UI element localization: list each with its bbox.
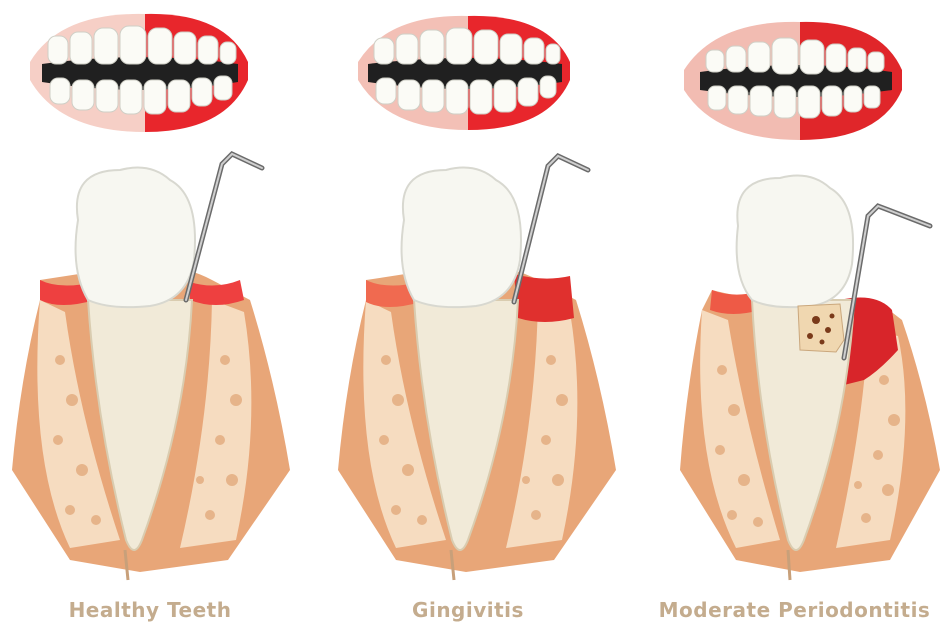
stage-gingivitis-panel: Gingivitis xyxy=(318,0,618,630)
healthy-mouth-icon xyxy=(30,14,248,132)
caption-gingivitis: Gingivitis xyxy=(318,598,618,622)
periodontitis-mouth-icon xyxy=(684,22,902,140)
caption-periodontitis: Moderate Periodontitis xyxy=(640,598,949,622)
healthy-illustration xyxy=(0,0,300,600)
periodontitis-illustration xyxy=(640,0,949,600)
stage-periodontitis-panel: Moderate Periodontitis xyxy=(640,0,949,630)
gingivitis-mouth-icon xyxy=(358,16,570,130)
caption-healthy: Healthy Teeth xyxy=(0,598,300,622)
gingivitis-illustration xyxy=(318,0,618,600)
stage-healthy-panel: Healthy Teeth xyxy=(0,0,300,630)
